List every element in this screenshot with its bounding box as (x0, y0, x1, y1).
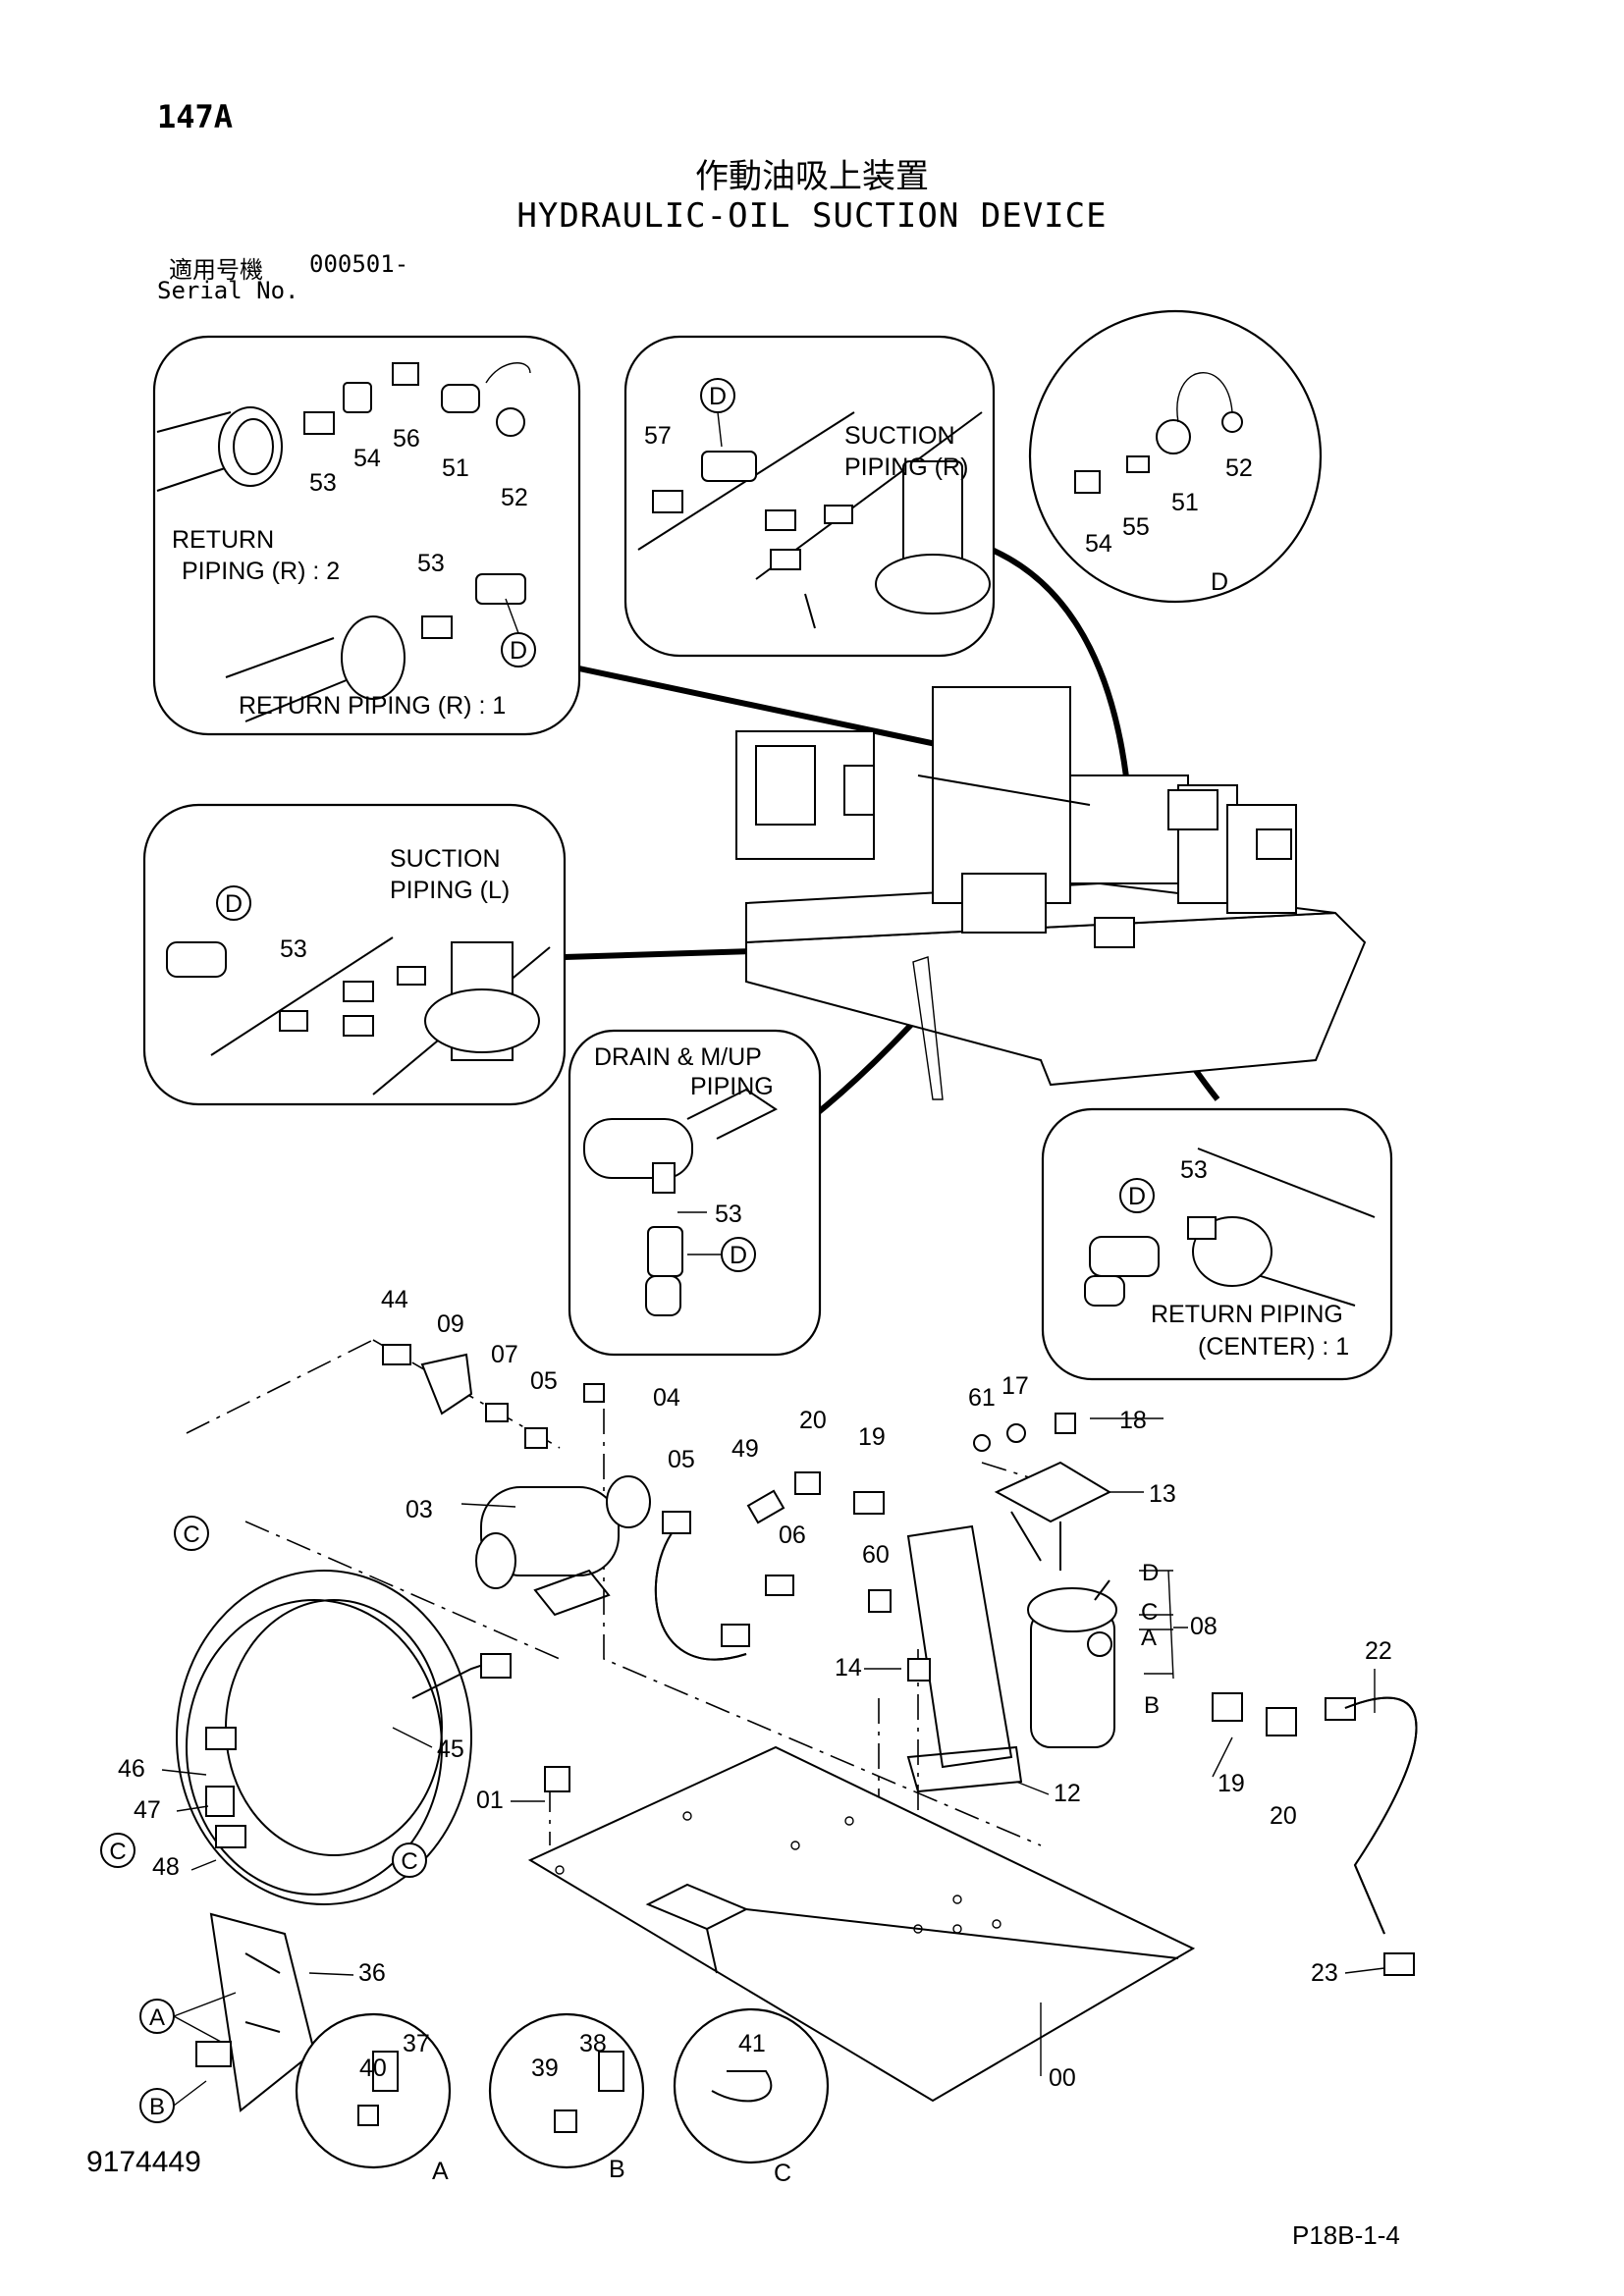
callout-19b: 19 (1218, 1770, 1245, 1797)
return-center-label: RETURN PIPING (1151, 1301, 1343, 1328)
callout-52: 52 (501, 484, 528, 511)
view-label-b: B (609, 2156, 625, 2183)
detail-drain-mup-piping: D 53 DRAIN & M/UP PIPING (568, 1029, 822, 1357)
callout-08: 08 (1190, 1613, 1218, 1640)
callout-22: 22 (1365, 1637, 1392, 1665)
ref-letter-c-top: C (183, 1522, 199, 1548)
detail-return-piping-r: D 53 54 56 51 52 53 RETURN PIPING (R) : … (152, 335, 581, 736)
callout-53: 53 (309, 469, 337, 497)
callout-61: 61 (968, 1384, 996, 1412)
callout-39: 39 (531, 2055, 559, 2082)
ref-letter-c-right: C (401, 1848, 417, 1875)
callout-60: 60 (862, 1541, 890, 1569)
callout-09: 09 (437, 1310, 464, 1338)
callout-14: 14 (835, 1654, 862, 1682)
callout-12: 12 (1054, 1780, 1081, 1807)
serial-value: 000501- (309, 250, 409, 278)
ref-letter-d: D (225, 890, 243, 918)
callout-54: 54 (1085, 530, 1112, 558)
suction-r-label: SUCTION (844, 422, 955, 450)
document-number: 9174449 (86, 2146, 201, 2178)
page-number: 147A (157, 98, 234, 135)
serial-label-japanese: 適用号機 (169, 256, 263, 284)
callout-53-lower: 53 (417, 550, 445, 577)
callout-52: 52 (1225, 454, 1253, 482)
callout-23: 23 (1311, 1959, 1338, 1987)
callout-00: 00 (1049, 2064, 1076, 2092)
ref-letter-d: D (510, 637, 527, 665)
ref-letter-c-filter: C (1141, 1599, 1158, 1626)
detail-return-piping-center: D 53 RETURN PIPING (CENTER) : 1 (1041, 1107, 1393, 1381)
view-label-d: D (1211, 568, 1228, 596)
machine-body (735, 686, 1367, 1100)
callout-54: 54 (353, 445, 381, 472)
callout-56: 56 (393, 425, 420, 453)
suction-l-label: SUCTION (390, 845, 501, 873)
suction-r-label-2: PIPING (R) (844, 454, 968, 481)
callout-53: 53 (715, 1201, 742, 1228)
callout-53: 53 (1180, 1156, 1208, 1184)
ref-letter-d-filter: D (1142, 1560, 1159, 1586)
main-assembly (176, 1339, 1418, 2169)
callout-46: 46 (118, 1755, 145, 1783)
main-callouts: 44 09 07 05 04 03 05 49 20 19 06 60 61 1… (100, 1286, 1392, 2187)
callout-55: 55 (1122, 513, 1150, 541)
view-label-c: C (774, 2160, 791, 2187)
callout-53: 53 (280, 935, 307, 963)
callout-18: 18 (1119, 1407, 1147, 1434)
callout-13: 13 (1149, 1480, 1176, 1508)
title-english: HYDRAULIC-OIL SUCTION DEVICE (516, 196, 1108, 236)
callout-07: 07 (491, 1341, 518, 1368)
callout-48: 48 (152, 1853, 180, 1881)
title-japanese: 作動油吸上装置 (695, 157, 929, 196)
drain-label: DRAIN & M/UP (594, 1043, 762, 1071)
detail-suction-piping-r: D 57 SUCTION PIPING (R) (623, 335, 996, 658)
return-piping-r2-label-2: PIPING (R) : 2 (182, 558, 340, 585)
ref-letter-c-left: C (109, 1839, 126, 1865)
return-center-label-2: (CENTER) : 1 (1198, 1333, 1349, 1361)
drain-label-2: PIPING (690, 1073, 774, 1100)
callout-57: 57 (644, 422, 672, 450)
ref-letter-d: D (709, 383, 727, 410)
callout-47: 47 (134, 1796, 161, 1824)
sheet-reference: P18B-1-4 (1292, 2220, 1400, 2250)
ref-letter-a-filter: A (1141, 1625, 1157, 1651)
return-piping-r1-label: RETURN PIPING (R) : 1 (239, 692, 506, 720)
suction-l-label-2: PIPING (L) (390, 877, 510, 904)
callout-20b: 20 (1270, 1802, 1297, 1830)
detail-view-d: 54 55 51 52 D (1028, 309, 1323, 604)
callout-06: 06 (779, 1522, 806, 1549)
ref-letter-d: D (730, 1242, 747, 1269)
callout-19: 19 (858, 1423, 886, 1451)
ref-letter-b-filter: B (1144, 1692, 1160, 1719)
callout-17: 17 (1001, 1372, 1029, 1400)
callout-37: 37 (403, 2030, 430, 2057)
callout-51: 51 (1171, 489, 1199, 516)
callout-03: 03 (406, 1496, 433, 1523)
callout-49: 49 (731, 1435, 759, 1463)
view-label-a: A (432, 2158, 449, 2185)
callout-20: 20 (799, 1407, 827, 1434)
callout-51: 51 (442, 454, 469, 482)
callout-38: 38 (579, 2030, 607, 2057)
callout-40: 40 (359, 2055, 387, 2082)
callout-05b: 05 (668, 1446, 695, 1473)
callout-05: 05 (530, 1367, 558, 1395)
ref-letter-d: D (1128, 1183, 1146, 1210)
callout-36: 36 (358, 1959, 386, 1987)
detail-suction-piping-l: D 53 SUCTION PIPING (L) (142, 803, 567, 1106)
callout-41: 41 (738, 2030, 766, 2057)
serial-label-english: Serial No. (157, 277, 299, 304)
ref-letter-b-clamp: B (149, 2094, 165, 2120)
ref-letter-a-clamp: A (149, 2004, 165, 2031)
callout-45: 45 (437, 1735, 464, 1763)
return-piping-r2-label: RETURN (172, 526, 274, 554)
callout-01: 01 (476, 1787, 504, 1814)
callout-04: 04 (653, 1384, 680, 1412)
callout-44: 44 (381, 1286, 408, 1313)
